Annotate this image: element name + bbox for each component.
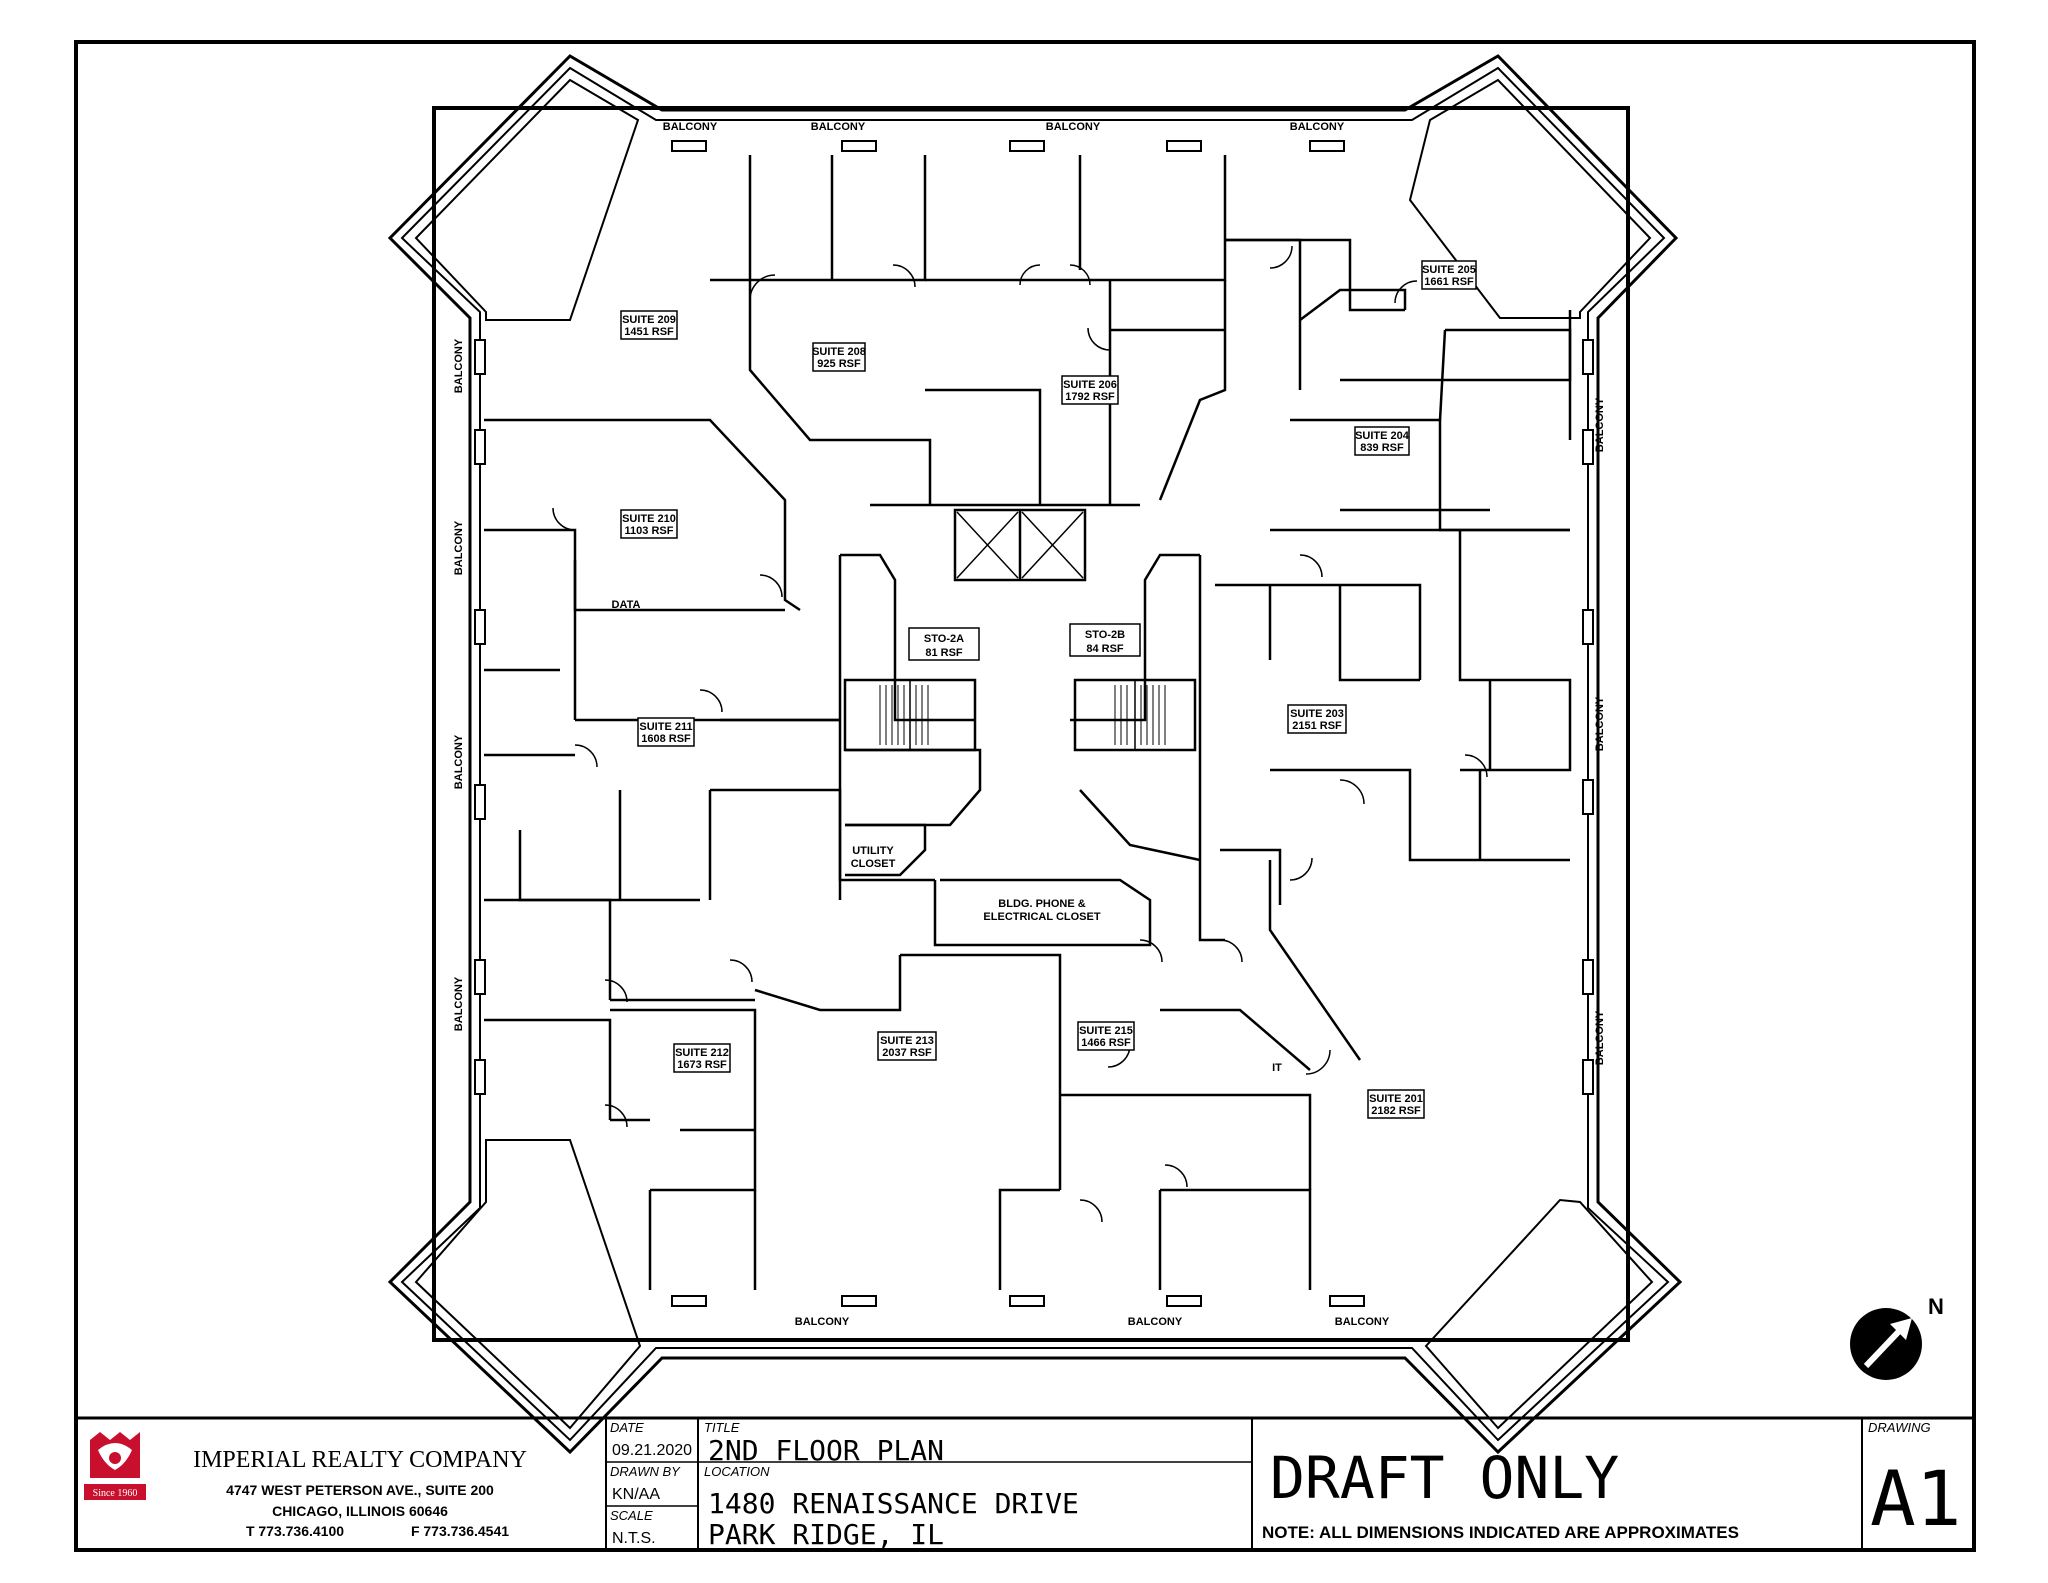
- location-label: LOCATION: [704, 1464, 770, 1479]
- electrical-closet-label: BLDG. PHONE &: [998, 898, 1085, 910]
- title-label: TITLE: [704, 1420, 740, 1435]
- balcony-label: BALCONY: [453, 520, 465, 575]
- suite-rsf: 1792 RSF: [1065, 391, 1115, 403]
- suite-label[interactable]: SUITE 205 1661 RSF: [1421, 260, 1477, 290]
- balcony-label: BALCONY: [795, 1316, 850, 1328]
- balcony-label: BALCONY: [1594, 1010, 1606, 1065]
- date-value: 09.21.2020: [612, 1442, 692, 1459]
- suite-name: SUITE 204: [1355, 430, 1410, 442]
- storage-labels: STO-2A 81 RSF STO-2B 84 RSF: [908, 623, 1141, 661]
- suite-name: SUITE 208: [812, 346, 866, 358]
- it-room-label: IT: [1272, 1062, 1282, 1074]
- interior-walls: [484, 155, 1572, 1290]
- scale-label: SCALE: [610, 1508, 653, 1523]
- suite-rsf: 1466 RSF: [1081, 1037, 1131, 1049]
- north-label: N: [1928, 1294, 1944, 1319]
- suite-label[interactable]: SUITE 203 2151 RSF: [1287, 704, 1347, 734]
- suite-rsf: 1451 RSF: [624, 326, 674, 338]
- suite-rsf: 2037 RSF: [882, 1047, 932, 1059]
- suite-name: SUITE 209: [622, 314, 676, 326]
- suite-rsf: 925 RSF: [817, 358, 861, 370]
- balcony-label: BALCONY: [663, 121, 718, 133]
- suite-label[interactable]: SUITE 211 1608 RSF: [637, 717, 695, 747]
- suite-name: SUITE 201: [1369, 1093, 1423, 1105]
- drawing-title: 2ND FLOOR PLAN: [708, 1434, 944, 1467]
- suite-rsf: 2182 RSF: [1371, 1105, 1421, 1117]
- storage-name: STO-2A: [924, 633, 964, 645]
- suite-rsf: 839 RSF: [1360, 442, 1404, 454]
- suite-name: SUITE 213: [880, 1035, 934, 1047]
- suite-label[interactable]: SUITE 212 1673 RSF: [673, 1043, 731, 1073]
- storage-rsf: 84 RSF: [1086, 643, 1124, 655]
- balcony-label: BALCONY: [1335, 1316, 1390, 1328]
- suite-label[interactable]: SUITE 206 1792 RSF: [1061, 375, 1119, 405]
- suite-name: SUITE 215: [1079, 1025, 1133, 1037]
- company-name: IMPERIAL REALTY COMPANY: [193, 1447, 527, 1473]
- storage-rsf: 81 RSF: [925, 647, 963, 659]
- stair-treads: [879, 685, 1166, 745]
- location-street: 1480 RENAISSANCE DRIVE: [708, 1487, 1079, 1520]
- suite-label[interactable]: SUITE 209 1451 RSF: [620, 310, 678, 340]
- draft-only-stamp: DRAFT ONLY: [1270, 1444, 1619, 1512]
- suite-name: SUITE 206: [1063, 379, 1117, 391]
- suite-rsf: 1661 RSF: [1424, 276, 1474, 288]
- drawn-by-label: DRAWN BY: [610, 1464, 681, 1479]
- title-block: Since 1960 IMPERIAL REALTY COMPANY 4747 …: [76, 1416, 1974, 1551]
- suite-label[interactable]: SUITE 208 925 RSF: [812, 342, 866, 372]
- window-markers: [474, 140, 1594, 1307]
- date-label: DATE: [610, 1420, 644, 1435]
- balcony-label: BALCONY: [453, 734, 465, 789]
- suite-label[interactable]: SUITE 201 2182 RSF: [1367, 1089, 1425, 1119]
- suite-rsf: 2151 RSF: [1292, 720, 1342, 732]
- balcony-label: BALCONY: [811, 121, 866, 133]
- balcony-label: BALCONY: [453, 976, 465, 1031]
- north-arrow: N: [1850, 1294, 1944, 1380]
- company-phone: T 773.736.4100: [246, 1523, 344, 1539]
- utility-closet-label: CLOSET: [851, 858, 896, 870]
- company-fax: F 773.736.4541: [411, 1523, 509, 1539]
- company-logo: Since 1960: [80, 1422, 150, 1512]
- suite-label[interactable]: SUITE 204 839 RSF: [1354, 426, 1410, 456]
- storage-name: STO-2B: [1085, 629, 1125, 641]
- suite-rsf: 1103 RSF: [625, 525, 674, 537]
- electrical-closet-label: ELECTRICAL CLOSET: [983, 911, 1100, 923]
- suite-label[interactable]: SUITE 213 2037 RSF: [877, 1031, 937, 1061]
- storage-label[interactable]: STO-2B 84 RSF: [1069, 623, 1141, 657]
- data-room-label: DATA: [612, 599, 641, 611]
- balcony-label: BALCONY: [1128, 1316, 1183, 1328]
- balcony-label: BALCONY: [1594, 397, 1606, 452]
- balcony-label: BALCONY: [1046, 121, 1101, 133]
- building-outline: [387, 54, 1683, 1455]
- utility-closet-label: UTILITY: [852, 845, 894, 857]
- company-address: 4747 WEST PETERSON AVE., SUITE 200: [226, 1482, 494, 1498]
- balcony-label: BALCONY: [1594, 696, 1606, 751]
- suite-rsf: 1608 RSF: [641, 733, 691, 745]
- suite-name: SUITE 203: [1290, 708, 1344, 720]
- scale-value: N.T.S.: [612, 1530, 656, 1547]
- balcony-label: BALCONY: [453, 338, 465, 393]
- suite-name: SUITE 205: [1422, 264, 1476, 276]
- suite-label[interactable]: SUITE 215 1466 RSF: [1077, 1021, 1135, 1051]
- storage-label[interactable]: STO-2A 81 RSF: [908, 627, 980, 661]
- location-city: PARK RIDGE, IL: [708, 1518, 944, 1551]
- suite-name: SUITE 212: [675, 1047, 729, 1059]
- suite-rsf: 1673 RSF: [677, 1059, 727, 1071]
- suite-labels: SUITE 209 1451 RSF SUITE 208 925 RSF SUI…: [620, 260, 1477, 1119]
- balcony-label: BALCONY: [1290, 121, 1345, 133]
- suite-name: SUITE 211: [639, 721, 692, 733]
- drawing-number: A1: [1870, 1454, 1962, 1543]
- suite-label[interactable]: SUITE 210 1103 RSF: [620, 509, 678, 539]
- company-city: CHICAGO, ILLINOIS 60646: [272, 1503, 448, 1519]
- sheet-border: [74, 40, 1976, 1552]
- logo-text: Since 1960: [93, 1488, 138, 1499]
- room-labels: DATA UTILITY CLOSET BLDG. PHONE & ELECTR…: [612, 599, 1283, 1074]
- suite-name: SUITE 210: [622, 513, 676, 525]
- balcony-labels: BALCONY BALCONY BALCONY BALCONY BALCONY …: [453, 121, 1606, 1328]
- drawn-by-value: KN/AA: [612, 1486, 660, 1503]
- dimensions-note: NOTE: ALL DIMENSIONS INDICATED ARE APPRO…: [1262, 1523, 1739, 1542]
- drawing-label: DRAWING: [1868, 1420, 1931, 1435]
